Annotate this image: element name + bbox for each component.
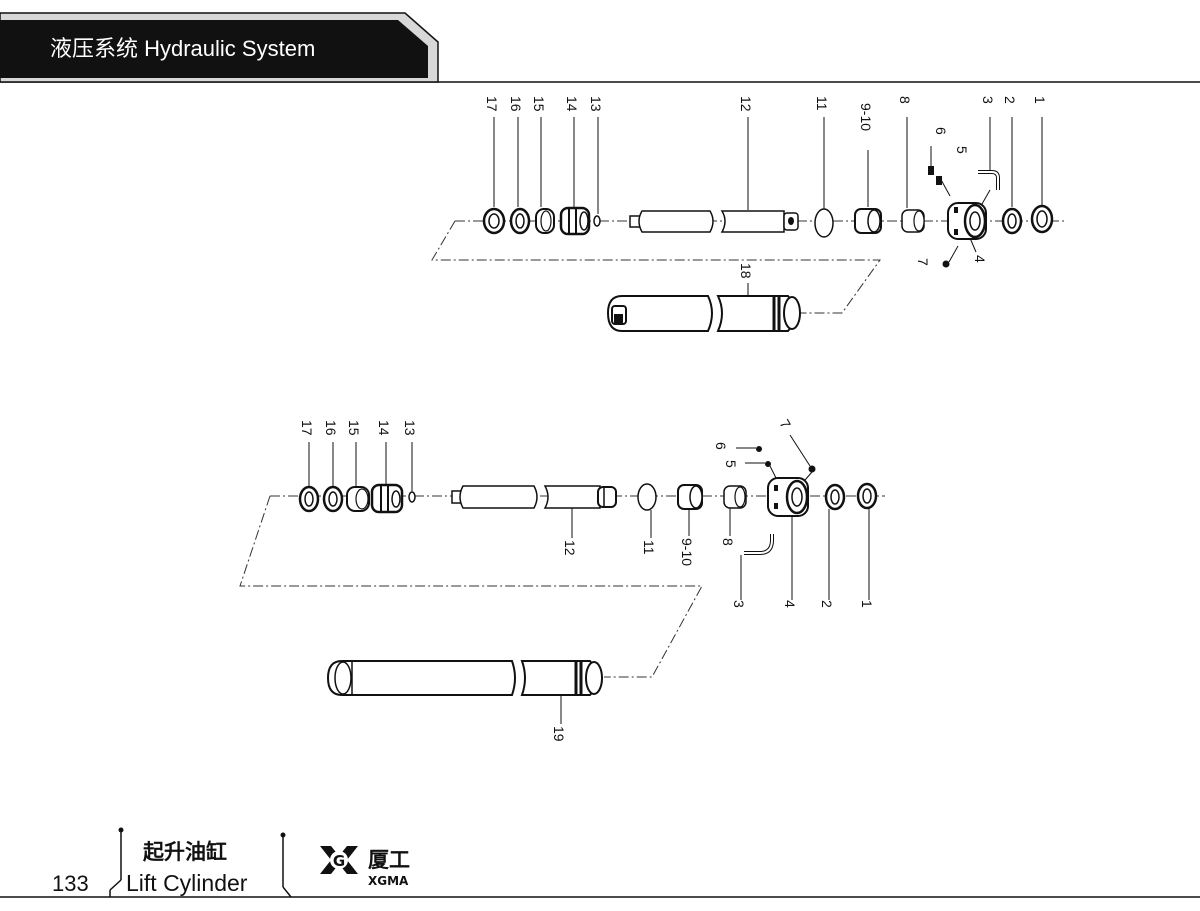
callout-16: 16 bbox=[323, 420, 339, 436]
part-3-elbow-pipe: 3 bbox=[978, 96, 1000, 205]
bottom-lift-cylinder-assembly: 17 16 15 14 13 bbox=[239, 417, 885, 742]
callout-15: 15 bbox=[531, 96, 547, 112]
part-6-5-7-fittings: 6 5 7 bbox=[713, 417, 816, 483]
part-2-dust-ring: 2 bbox=[1001, 96, 1023, 235]
part-17-seal: 17 bbox=[482, 96, 506, 235]
page-footer: 133 起升油缸 Lift Cylinder G 厦工 XGMA bbox=[0, 827, 1200, 898]
part-17-seal: 17 bbox=[298, 420, 320, 513]
callout-15: 15 bbox=[346, 420, 362, 436]
callout-12: 12 bbox=[562, 540, 578, 556]
callout-4: 4 bbox=[972, 255, 988, 263]
xgma-logo: G 厦工 XGMA bbox=[320, 846, 410, 888]
part-14-piston: 14 bbox=[370, 420, 404, 514]
logo-name-zh: 厦工 bbox=[368, 848, 410, 872]
callout-9-10: 9-10 bbox=[858, 103, 874, 131]
part-12-piston-rod: 12 bbox=[629, 96, 799, 233]
part-6-5-7-fittings: 6 5 7 bbox=[915, 127, 970, 268]
section-title: 液压系统 Hydraulic System bbox=[50, 36, 315, 61]
part-15-guide-ring: 15 bbox=[531, 96, 555, 234]
part-12-piston-rod: 12 bbox=[451, 485, 617, 556]
part-11-disc: 11 bbox=[637, 483, 657, 555]
callout-5: 5 bbox=[954, 146, 970, 154]
callout-8: 8 bbox=[720, 538, 736, 546]
part-3-elbow-pipe: 3 bbox=[731, 534, 774, 608]
part-4-cylinder-head: 4 bbox=[947, 202, 988, 263]
part-14-piston: 14 bbox=[559, 96, 591, 236]
callout-19: 19 bbox=[551, 726, 567, 742]
part-18-cylinder-barrel: 18 bbox=[606, 263, 801, 332]
callout-13: 13 bbox=[402, 420, 418, 436]
part-8-sleeve: 8 bbox=[897, 96, 925, 233]
part-16-ring: 16 bbox=[508, 96, 531, 235]
callout-11: 11 bbox=[641, 540, 657, 555]
logo-name-en: XGMA bbox=[368, 874, 409, 888]
top-lift-cylinder-assembly: 17 16 15 14 13 bbox=[431, 96, 1065, 332]
callout-12: 12 bbox=[738, 96, 754, 112]
callout-4: 4 bbox=[782, 600, 798, 608]
part-15-guide-ring: 15 bbox=[346, 420, 370, 512]
part-13-o-ring: 13 bbox=[588, 96, 604, 227]
part-4-cylinder-head: 4 bbox=[767, 477, 809, 608]
callout-11: 11 bbox=[814, 96, 830, 111]
callout-7: 7 bbox=[915, 258, 931, 266]
footer-title-zh: 起升油缸 bbox=[142, 840, 227, 864]
callout-6: 6 bbox=[713, 442, 729, 450]
part-2-dust-ring: 2 bbox=[819, 483, 846, 608]
logo-mark-letter: G bbox=[333, 852, 345, 870]
callout-14: 14 bbox=[376, 420, 392, 436]
part-8-sleeve: 8 bbox=[720, 485, 747, 546]
callout-5: 5 bbox=[723, 460, 739, 468]
part-19-cylinder-barrel: 19 bbox=[326, 660, 603, 742]
callout-14: 14 bbox=[564, 96, 580, 112]
callout-13: 13 bbox=[588, 96, 604, 112]
part-9-10-bushing: 9-10 bbox=[677, 484, 703, 566]
callout-2: 2 bbox=[819, 600, 835, 608]
part-9-10-bushing: 9-10 bbox=[854, 103, 882, 234]
callout-1: 1 bbox=[859, 600, 875, 608]
callout-3: 3 bbox=[731, 600, 747, 608]
part-11-disc: 11 bbox=[814, 96, 834, 238]
part-1-wiper: 1 bbox=[856, 482, 878, 608]
page-number: 133 bbox=[52, 871, 89, 896]
callout-18: 18 bbox=[738, 263, 754, 279]
callout-8: 8 bbox=[897, 96, 913, 104]
section-header-tab: 液压系统 Hydraulic System bbox=[0, 12, 1200, 83]
footer-title-en: Lift Cylinder bbox=[126, 870, 248, 896]
callout-3: 3 bbox=[980, 96, 996, 104]
callout-7: 7 bbox=[776, 417, 794, 432]
callout-17: 17 bbox=[484, 96, 500, 112]
part-16-ring: 16 bbox=[322, 420, 344, 513]
callout-17: 17 bbox=[299, 420, 315, 436]
callout-9-10: 9-10 bbox=[679, 538, 695, 566]
callout-6: 6 bbox=[933, 127, 949, 135]
callout-1: 1 bbox=[1032, 96, 1048, 104]
callout-2: 2 bbox=[1002, 96, 1018, 104]
part-13-o-ring: 13 bbox=[402, 420, 418, 503]
part-1-wiper: 1 bbox=[1030, 96, 1054, 234]
callout-16: 16 bbox=[508, 96, 524, 112]
